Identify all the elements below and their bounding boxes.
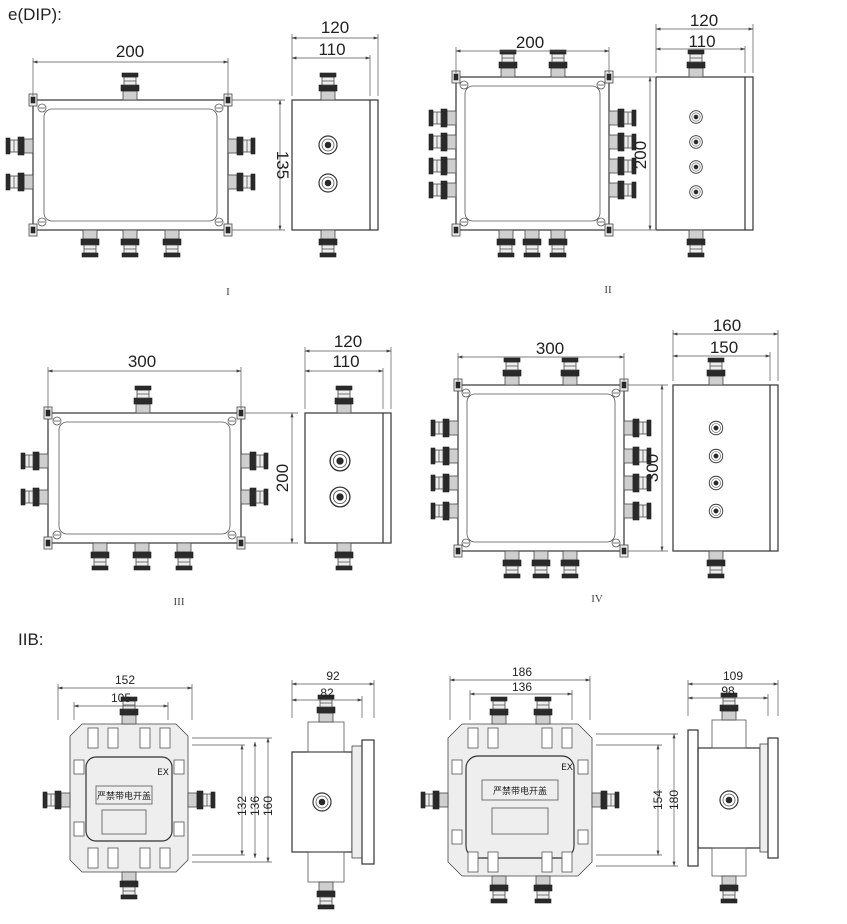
view-iv-front: 300 300 IV (430, 339, 668, 605)
dim-view-iii-width: 300 (128, 352, 156, 371)
dim-iib-small-h2: 136 (248, 796, 262, 816)
dim-view-iv-width: 300 (536, 339, 564, 358)
dim-view-ii-height: 200 (631, 141, 650, 169)
iib-small-front: 严禁带电开盖 EX 152 105 132 136 160 (42, 673, 275, 900)
dim-iib-large-h2: 180 (667, 790, 681, 810)
dim-view-i-side-inner: 110 (318, 40, 345, 59)
dim-view-iv-height: 300 (643, 454, 662, 482)
label-view-ii: II (604, 284, 612, 296)
dim-iib-large-side-outer: 109 (723, 669, 743, 683)
dim-iib-large-width-outer: 186 (512, 665, 532, 679)
dim-iib-small-width-outer: 152 (115, 673, 135, 687)
view-ii-front: 200 200 II (428, 33, 655, 296)
iib-large-ex-badge: EX (561, 763, 573, 773)
section-title-dip: e(DIP): (8, 5, 62, 24)
dim-view-iii-side-outer: 120 (334, 332, 362, 351)
label-view-i: I (226, 286, 230, 298)
dim-iib-small-width-inner: 105 (111, 691, 131, 705)
dim-view-iii-height: 200 (273, 464, 292, 492)
dim-view-ii-side-outer: 120 (690, 11, 718, 30)
dim-view-ii-width: 200 (516, 33, 544, 52)
iib-small-warning-plate: 严禁带电开盖 (97, 790, 151, 802)
iib-small-ex-badge: EX (157, 768, 169, 778)
dim-iib-small-side-inner: 82 (320, 686, 334, 700)
dim-view-i-width: 200 (116, 42, 144, 61)
label-view-iv: IV (591, 593, 603, 605)
label-view-iii: III (174, 596, 185, 608)
dim-view-ii-side-inner: 110 (688, 32, 715, 51)
dim-view-i-height: 135 (273, 151, 292, 179)
dim-view-iii-side-inner: 110 (332, 352, 359, 371)
dim-iib-large-side-inner: 98 (721, 684, 735, 698)
dim-view-iv-side-outer: 160 (713, 316, 741, 335)
view-i-side: 120 110 (291, 18, 379, 258)
iib-large-front: 严禁带电开盖 EX 186 136 154 180 (420, 665, 681, 904)
dim-iib-large-h1: 154 (651, 790, 665, 810)
dim-view-i-side-outer: 120 (321, 18, 349, 37)
dim-iib-small-side-outer: 92 (326, 669, 340, 683)
view-iv-side: 160 150 (672, 316, 779, 579)
iib-large-warning-plate: 严禁带电开盖 (493, 785, 547, 797)
iib-large-side: 109 98 (687, 669, 779, 904)
view-iii-side: 120 110 (304, 332, 392, 571)
view-ii-side: 120 110 (655, 11, 754, 258)
view-iii-front: 300 200 III (20, 352, 298, 608)
section-title-iib: IIB: (18, 630, 44, 649)
dim-view-iv-side-inner: 150 (710, 338, 738, 357)
dim-iib-large-width-inner: 136 (512, 680, 532, 694)
view-i-front: 200 135 I (5, 42, 292, 298)
iib-small-side: 92 82 (291, 669, 375, 910)
dim-iib-small-h3: 160 (261, 796, 275, 816)
dim-iib-small-h1: 132 (235, 796, 249, 816)
